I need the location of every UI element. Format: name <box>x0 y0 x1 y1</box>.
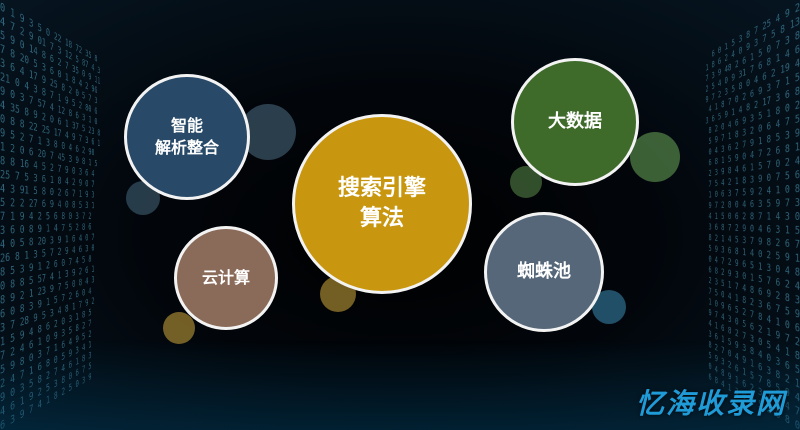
bubble-intelligent-integration: 智能 解析整合 <box>124 74 250 200</box>
bubble-spider-label: 蜘蛛池 <box>517 260 571 282</box>
bubble-cloud-computing: 云计算 <box>174 226 278 330</box>
bubble-search-engine-algorithm: 搜索引擎 算法 <box>292 114 472 294</box>
bubble-search-line1: 搜索引擎 <box>337 176 426 202</box>
deco-circle-green <box>630 132 680 182</box>
bubble-cloud-label: 云计算 <box>201 268 250 288</box>
site-watermark: 忆海收录网 <box>635 387 786 420</box>
deco-circle-yellow-small <box>163 312 195 344</box>
bubble-search-line2: 算法 <box>359 206 404 231</box>
bubble-big-data: 大数据 <box>511 58 639 186</box>
bubble-bigdata-label: 大数据 <box>548 110 602 132</box>
bubble-spider-pool: 蜘蛛池 <box>484 212 604 332</box>
floor-glow <box>0 340 800 430</box>
bubble-intelligent-line1: 智能 <box>170 116 203 136</box>
bubble-intelligent-line2: 解析整合 <box>154 138 219 157</box>
